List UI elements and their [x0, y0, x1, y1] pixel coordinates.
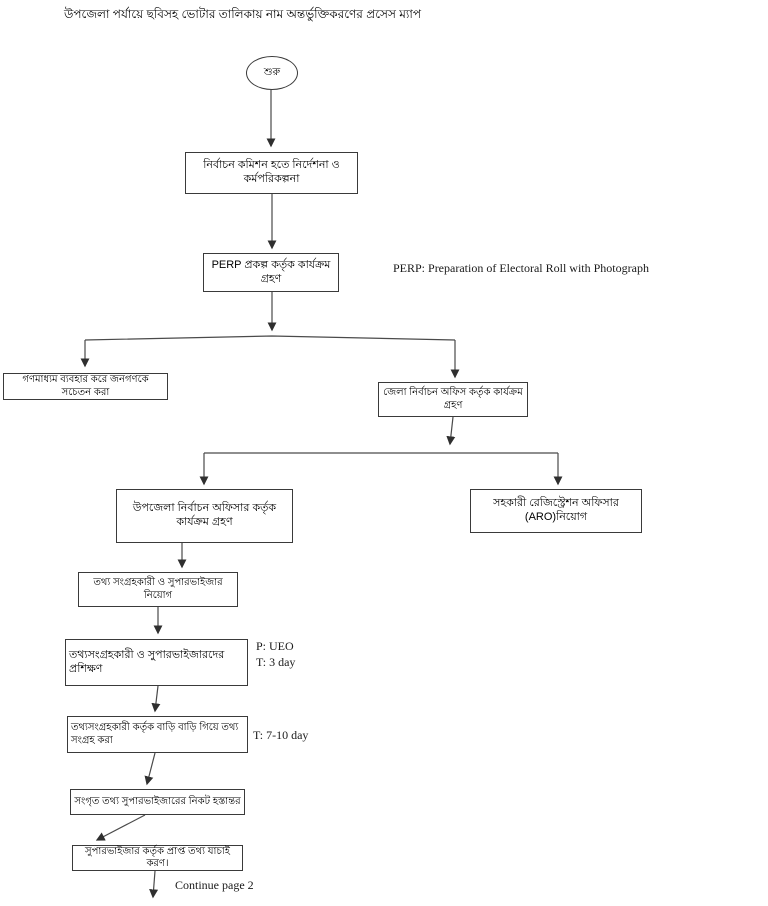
node-district-office-label: জেলা নির্বাচন অফিস কর্তৃক কার্যক্রম গ্রহ… [383, 387, 523, 411]
connector-collection-to-handover [144, 752, 156, 786]
node-training-label: তথ্যসংগ্রহকারী ও সুপারভাইজারদের প্রশিক্ষ… [69, 648, 225, 675]
connector-verify-to-continue [149, 870, 159, 899]
node-media-awareness: গণমাধ্যম ব্যবহার করে জনগণকে সচেতন করা [3, 373, 168, 400]
node-recruit-label: তথ্য সংগ্রহকারী ও সুপারভাইজার নিয়োগ [93, 577, 223, 601]
perp-definition-note: PERP: Preparation of Electoral Roll with… [393, 261, 649, 275]
node-ec-directive: নির্বাচন কমিশন হতে নির্দেশনা ও কর্মপরিকল… [185, 152, 358, 194]
continue-page-note: Continue page 2 [175, 878, 254, 892]
node-recruit: তথ্য সংগ্রহকারী ও সুপারভাইজার নিয়োগ [78, 572, 238, 607]
node-verification-label: সুপারভাইজার কর্তৃক প্রাপ্ত তথ্য যাচাই কর… [85, 845, 230, 870]
connector-district-to-branch [446, 416, 456, 446]
node-verification: সুপারভাইজার কর্তৃক প্রাপ্ত তথ্য যাচাই কর… [72, 845, 243, 871]
training-time-note: P: UEO T: 3 day [256, 638, 295, 670]
node-training: তথ্যসংগ্রহকারী ও সুপারভাইজারদের প্রশিক্ষ… [65, 639, 248, 686]
page-title: উপজেলা পর্যায়ে ছবিসহ ভোটার তালিকায় নাম… [64, 7, 421, 21]
node-upazila-officer-label: উপজেলা নির্বাচন অফিসার কর্তৃক কার্যক্রম … [132, 502, 277, 528]
node-ec-directive-label: নির্বাচন কমিশন হতে নির্দেশনা ও কর্মপরিকল… [203, 159, 340, 185]
node-upazila-officer: উপজেলা নির্বাচন অফিসার কর্তৃক কার্যক্রম … [116, 489, 293, 543]
connector-training-to-collection [151, 685, 161, 713]
node-aro-appointment: সহকারী রেজিস্ট্রেশন অফিসার (ARO)নিয়োগ [470, 489, 642, 533]
node-house-collection-label: তথ্যসংগ্রহকারী কর্তৃক বাড়ি বাড়ি গিয়ে … [71, 722, 239, 746]
training-time-line: T: 3 day [256, 655, 296, 669]
start-label: শুরু [263, 66, 281, 78]
node-media-awareness-label: গণমাধ্যম ব্যবহার করে জনগণকে সচেতন করা [22, 374, 149, 398]
node-perp-label: PERP প্রকল্প কর্তৃক কার্যক্রম গ্রহণ [211, 258, 331, 285]
node-perp: PERP প্রকল্প কর্তৃক কার্যক্রম গ্রহণ [203, 253, 339, 292]
training-person-line: P: UEO [256, 639, 294, 653]
branch1-horizontal [84, 335, 456, 341]
start-terminator: শুরু [246, 56, 298, 90]
connector-handover-to-verify [95, 814, 146, 841]
node-handover: সংগৃত তথ্য সুপারভাইজারের নিকট হস্তান্তর [70, 789, 245, 815]
node-handover-label: সংগৃত তথ্য সুপারভাইজারের নিকট হস্তান্তর [74, 795, 241, 807]
collection-time-note: T: 7-10 day [253, 728, 309, 742]
node-district-office: জেলা নির্বাচন অফিস কর্তৃক কার্যক্রম গ্রহ… [378, 382, 528, 417]
node-aro-appointment-label: সহকারী রেজিস্ট্রেশন অফিসার (ARO)নিয়োগ [493, 497, 619, 523]
node-house-collection: তথ্যসংগ্রহকারী কর্তৃক বাড়ি বাড়ি গিয়ে … [67, 716, 248, 753]
